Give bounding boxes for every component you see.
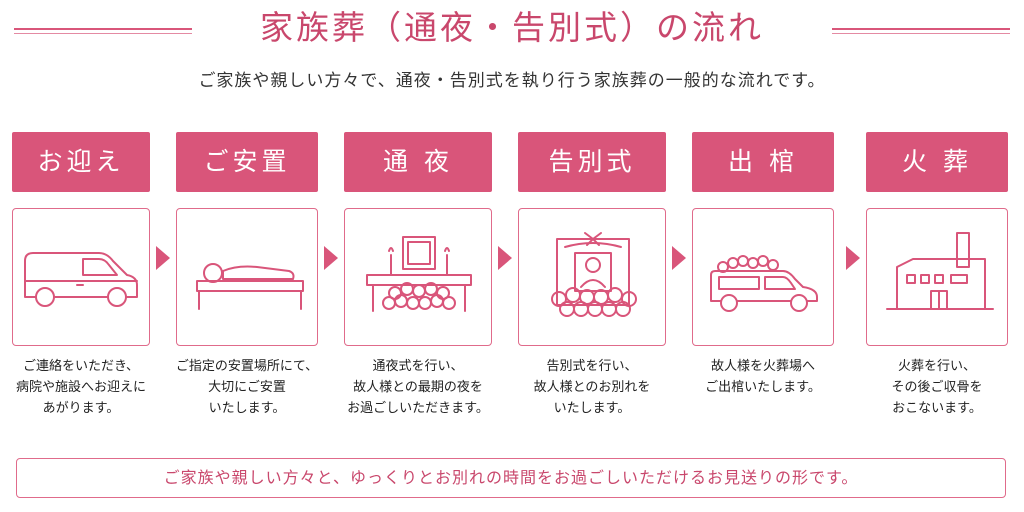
- step-header-kaso: 火 葬: [866, 132, 1008, 192]
- desc-line: あがります。: [42, 401, 120, 416]
- desc-line: 病院や施設へお迎えに: [15, 380, 146, 395]
- page-title: 家族葬（通夜・告別式）の流れ: [260, 8, 764, 47]
- hearse-van-icon: [24, 252, 138, 307]
- step-header-goanchi: ご安置: [176, 132, 318, 192]
- step-desc-goanchi: ご指定の安置場所にて、 大切にご安置 いたします。: [166, 356, 328, 419]
- funeral-altar-icon: [551, 232, 637, 317]
- footer-banner: ご家族や親しい方々と、ゆっくりとお別れの時間をお過ごしいただけるお見送りの形です…: [16, 458, 1006, 498]
- step-desc-shukkan: 故人様を火葬場へ ご出棺いたします。: [682, 356, 844, 398]
- resting-bed-icon: [196, 263, 304, 310]
- desc-line: 故人様とのお別れを: [533, 380, 651, 395]
- step-header-shukkan: 出 棺: [692, 132, 834, 192]
- step-header-kokubetsushiki: 告別式: [518, 132, 666, 192]
- step-desc-omukae: ご連絡をいただき、 病院や施設へお迎えに あがります。: [2, 356, 160, 419]
- step-desc-kaso: 火葬を行い、 その後ご収骨を おこないます。: [856, 356, 1018, 419]
- step-header-tsuya: 通 夜: [344, 132, 492, 192]
- title-rule-left: [14, 28, 192, 34]
- step-card-goanchi: [176, 208, 318, 346]
- desc-line: 通夜式を行い、: [372, 359, 464, 374]
- desc-line: いたします。: [208, 401, 286, 416]
- desc-line: ご出棺いたします。: [705, 380, 821, 395]
- step-card-tsuya: [344, 208, 492, 346]
- hearse-car-icon: [710, 255, 818, 312]
- wake-altar-icon: [366, 236, 472, 312]
- desc-line: 大切にご安置: [208, 380, 286, 395]
- step-card-shukkan: [692, 208, 834, 346]
- crematorium-icon: [886, 232, 994, 310]
- page-subtitle: ご家族や親しい方々で、通夜・告別式を執り行う家族葬の一般的な流れです。: [198, 71, 826, 91]
- step-arrow-4: [672, 246, 686, 270]
- step-card-kokubetsushiki: [518, 208, 666, 346]
- desc-line: いたします。: [553, 401, 631, 416]
- step-header-omukae: お迎え: [12, 132, 150, 192]
- desc-line: 故人様を火葬場へ: [710, 359, 815, 374]
- step-arrow-3: [498, 246, 512, 270]
- step-arrow-2: [324, 246, 338, 270]
- desc-line: 故人様との最期の夜を: [353, 380, 483, 395]
- step-arrow-5: [846, 246, 860, 270]
- title-rule-right: [832, 28, 1010, 34]
- step-arrow-1: [156, 246, 170, 270]
- step-desc-tsuya: 通夜式を行い、 故人様との最期の夜を お過ごしいただきます。: [334, 356, 502, 419]
- desc-line: その後ご収骨を: [891, 380, 983, 395]
- title-row: 家族葬（通夜・告別式）の流れ: [0, 6, 1024, 52]
- step-card-kaso: [866, 208, 1008, 346]
- desc-line: ご連絡をいただき、: [22, 359, 140, 374]
- desc-line: お過ごしいただきます。: [347, 401, 489, 416]
- desc-line: おこないます。: [892, 401, 982, 416]
- step-card-omukae: [12, 208, 150, 346]
- step-desc-kokubetsushiki: 告別式を行い、 故人様とのお別れを いたします。: [508, 356, 676, 419]
- desc-line: ご指定の安置場所にて、: [175, 359, 319, 374]
- desc-line: 告別式を行い、: [546, 359, 638, 374]
- desc-line: 火葬を行い、: [897, 359, 976, 374]
